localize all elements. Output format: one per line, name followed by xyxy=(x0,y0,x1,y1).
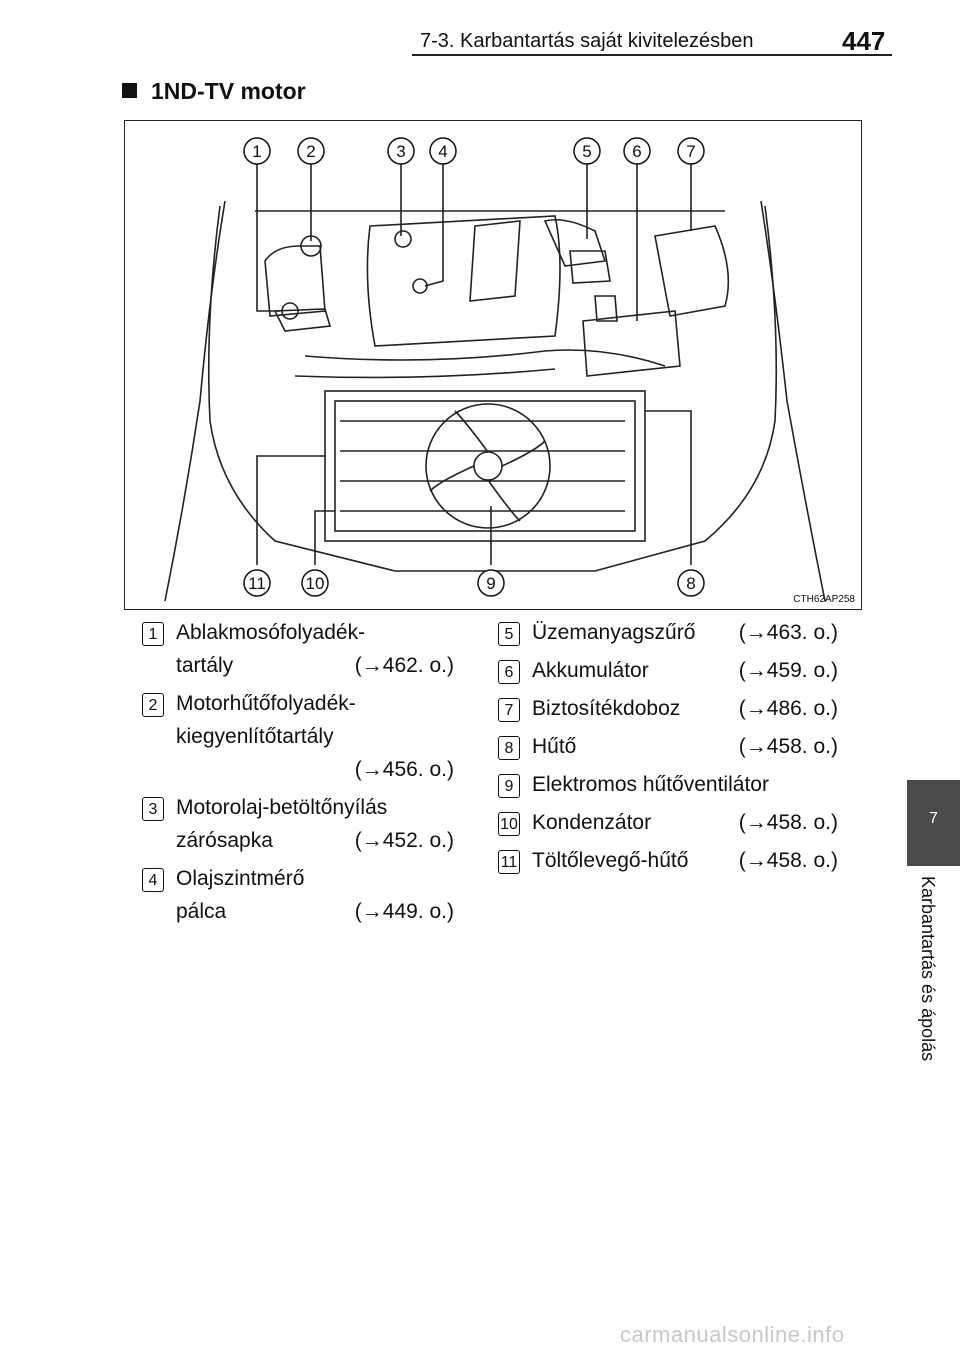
page-reference: (→463. o.) xyxy=(738,621,838,644)
callout-circle xyxy=(387,137,415,165)
page-reference: (→462. o.) xyxy=(354,654,454,677)
engine-illustration: 1 2 3 4 5 6 7 8 9 10 11 xyxy=(164,137,826,602)
callout-circle xyxy=(429,137,457,165)
legend-item: 1 Ablakmosófolyadék-tartály(→462. o.) xyxy=(128,616,454,682)
legend-label: Motorhűtőfolyadék- xyxy=(176,692,356,715)
legend-label: Hűtő(→458. o.) xyxy=(532,730,838,763)
page-reference: (→456. o.) xyxy=(354,758,454,781)
page-reference: (→452. o.) xyxy=(354,829,454,852)
legend-label: Biztosítékdoboz(→486. o.) xyxy=(532,692,838,725)
legend-item: 7 Biztosítékdoboz(→486. o.) xyxy=(484,692,838,725)
legend-label: tartály(→462. o.) xyxy=(176,649,454,682)
legend-item: 6 Akkumulátor(→459. o.) xyxy=(484,654,838,687)
page-reference: (→459. o.) xyxy=(738,659,838,682)
legend-item: 8 Hűtő(→458. o.) xyxy=(484,730,838,763)
section-heading: 1ND-TV motor xyxy=(122,78,306,105)
legend-label: Olajszintmérő xyxy=(176,867,305,890)
legend-item: 4 Olajszintmérő pálca(→449. o.) xyxy=(128,862,454,928)
legend-label: zárósapka(→452. o.) xyxy=(176,824,454,857)
legend-label: Töltőlevegő-hűtő(→458. o.) xyxy=(532,844,838,877)
callout-number: 8 xyxy=(686,574,695,593)
legend-number-badge: 3 xyxy=(142,797,164,821)
chapter-tab: 7 xyxy=(907,780,960,866)
page-reference: (→458. o.) xyxy=(738,811,838,834)
callout-circle xyxy=(573,137,601,165)
chapter-number: 7 xyxy=(929,810,938,827)
callout-circle xyxy=(301,569,329,597)
callout-number: 5 xyxy=(582,142,591,161)
square-bullet-icon xyxy=(122,83,137,99)
legend-number-badge: 5 xyxy=(498,622,520,646)
legend-item: 10 Kondenzátor(→458. o.) xyxy=(484,806,838,839)
legend-label: Motorolaj-betöltőnyílás xyxy=(176,796,388,819)
legend-number-badge: 6 xyxy=(498,660,520,684)
callout-circle xyxy=(243,569,271,597)
callout-circle xyxy=(297,137,325,165)
callout-circle xyxy=(677,569,705,597)
callout-number: 4 xyxy=(438,142,447,161)
callout-circle xyxy=(243,137,271,165)
legend-label: kiegyenlítőtartály xyxy=(176,725,334,748)
legend-item: 2 Motorhűtőfolyadék-kiegyenlítőtartály (→4… xyxy=(128,687,454,786)
callout-circle xyxy=(623,137,651,165)
page-number: 447 xyxy=(842,26,886,56)
callout-circle xyxy=(477,569,505,597)
callout-circle xyxy=(677,137,705,165)
header-title: 7-3. Karbantartás saját kivitelezésben xyxy=(420,30,754,52)
legend-label: Elektromos hűtőventilátor xyxy=(532,773,769,796)
legend-label: pálca(→449. o.) xyxy=(176,895,454,928)
page-reference: (→486. o.) xyxy=(738,697,838,720)
legend-right: 5 Üzemanyagszűrő(→463. o.) 6 Akkumulátor(→4… xyxy=(484,616,838,882)
callout-number: 10 xyxy=(306,574,325,593)
legend-label: Ablakmosófolyadék- xyxy=(176,621,366,644)
legend-number-badge: 9 xyxy=(498,774,520,798)
figure-code: CTH62AP258 xyxy=(793,594,855,605)
legend-number-badge: 10 xyxy=(498,812,520,836)
legend-number-badge: 1 xyxy=(142,622,164,646)
legend-number-badge: 7 xyxy=(498,698,520,722)
legend-item: 5 Üzemanyagszűrő(→463. o.) xyxy=(484,616,838,649)
legend-label: Kondenzátor(→458. o.) xyxy=(532,806,838,839)
legend-label: Akkumulátor(→459. o.) xyxy=(532,654,838,687)
callout-number: 9 xyxy=(486,574,495,593)
callout-number: 3 xyxy=(396,142,405,161)
legend-item: 11 Töltőlevegő-hűtő(→458. o.) xyxy=(484,844,838,877)
legend-item: 9 Elektromos hűtőventilátor xyxy=(484,768,838,801)
callout-number: 11 xyxy=(248,574,266,593)
callout-number: 6 xyxy=(632,142,641,161)
chapter-side-label: Karbantartás és ápolás xyxy=(918,876,938,1062)
legend-item: 3 Motorolaj-betöltőnyílás zárósapka(→452. … xyxy=(128,791,454,857)
callout-number: 2 xyxy=(306,142,315,161)
header-rule xyxy=(412,54,892,56)
callout-number: 1 xyxy=(252,142,261,161)
page-reference: (→458. o.) xyxy=(738,735,838,758)
engine-figure: 1 2 3 4 5 6 7 8 9 10 11 CTH62AP258 xyxy=(124,120,862,610)
legend-number-badge: 4 xyxy=(142,868,164,892)
legend-number-badge: 8 xyxy=(498,736,520,760)
legend-number-badge: 2 xyxy=(142,693,164,717)
legend-label: Üzemanyagszűrő(→463. o.) xyxy=(532,616,838,649)
page-reference: (→458. o.) xyxy=(738,849,838,872)
section-title: 1ND-TV motor xyxy=(151,78,306,104)
legend-number-badge: 11 xyxy=(498,850,520,874)
page-reference: (→449. o.) xyxy=(354,900,454,923)
legend-label: (→456. o.) xyxy=(176,753,454,786)
watermark: carmanualsonline.info xyxy=(620,1322,845,1347)
callout-number: 7 xyxy=(686,142,695,161)
